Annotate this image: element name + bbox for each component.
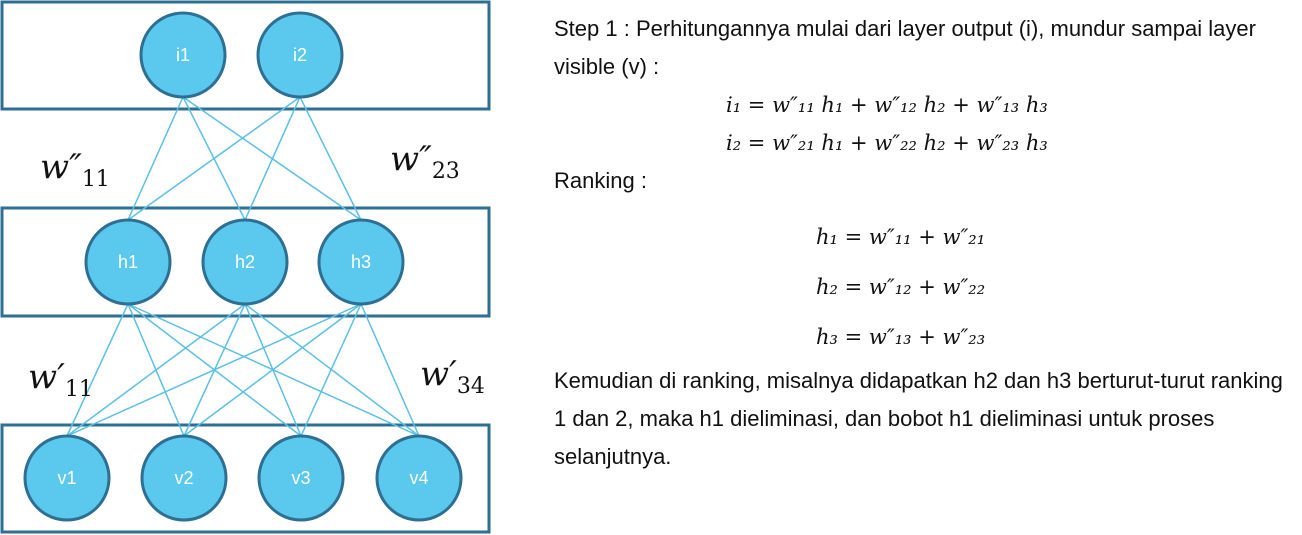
step-equations: i₁ = w″₁₁ h₁ + w″₁₂ h₂ + w″₁₃ h₃ i₂ = w″… <box>726 86 1294 162</box>
node-v2: v2 <box>140 434 228 522</box>
node-circle <box>375 434 463 522</box>
node-circle <box>84 218 172 306</box>
node-circle <box>317 218 405 306</box>
edge-h2-v4 <box>244 303 420 437</box>
conclusion-text: Kemudian di ranking, misalnya didapatkan… <box>554 368 1283 469</box>
edge-h3-v3 <box>300 303 362 437</box>
node-circle <box>23 434 111 522</box>
weight-base: w″ <box>390 139 432 179</box>
weight-subscript: 11 <box>65 377 93 402</box>
weight-label-w2-23: w″23 <box>390 139 460 184</box>
node-label: h1 <box>118 252 138 272</box>
edge-i1-h1 <box>127 96 184 221</box>
weight-base: w′ <box>28 357 65 397</box>
node-circle <box>201 218 289 306</box>
network-nodes: i1 i2 h1 h2 h3 v1 v2 v3 v4 <box>23 11 463 522</box>
edge-i2-h1 <box>127 96 301 221</box>
weight-subscript: 23 <box>432 159 460 184</box>
node-label: h2 <box>235 252 255 272</box>
edge-h2-v1 <box>66 303 246 437</box>
node-h2: h2 <box>201 218 289 306</box>
weight-subscript: 34 <box>457 374 485 399</box>
weight-label-w1-11: w′11 <box>28 357 93 402</box>
node-i1: i1 <box>139 11 227 99</box>
edge-i2-h2 <box>244 96 301 221</box>
explanation-panel: Step 1 : Perhitungannya mulai dari layer… <box>554 10 1294 476</box>
equation-h3: h₃ = w″₁₃ + w″₂₃ <box>816 325 986 349</box>
output-layer-box <box>0 0 491 111</box>
node-label: i2 <box>293 45 307 65</box>
weight-base: w″ <box>40 147 82 187</box>
node-v3: v3 <box>257 434 345 522</box>
node-label: v4 <box>409 468 428 488</box>
weight-label-w1-34: w′34 <box>420 354 485 399</box>
node-circle <box>139 11 227 99</box>
node-label: v1 <box>57 468 76 488</box>
node-circle <box>140 434 228 522</box>
node-label: i1 <box>176 45 190 65</box>
connection-edges <box>66 96 420 437</box>
step-description: Step 1 : Perhitungannya mulai dari layer… <box>554 16 1256 79</box>
equation-i2: i₂ = w″₂₁ h₁ + w″₂₂ h₂ + w″₂₃ h₃ <box>726 131 1048 155</box>
weight-base: w′ <box>420 354 457 394</box>
equation-h1: h₁ = w″₁₁ + w″₂₁ <box>816 225 986 249</box>
node-label: v2 <box>174 468 193 488</box>
edge-i2-h3 <box>299 96 362 221</box>
node-v4: v4 <box>375 434 463 522</box>
edge-h1-v1 <box>66 303 129 437</box>
weight-subscript: 11 <box>82 167 110 192</box>
weight-label-w2-11: w″11 <box>40 147 110 192</box>
edge-h3-v2 <box>183 303 362 437</box>
node-label: v3 <box>291 468 310 488</box>
equation-h2: h₂ = w″₁₂ + w″₂₂ <box>816 275 986 299</box>
edge-h3-v1 <box>66 303 362 437</box>
equation-i1: i₁ = w″₁₁ h₁ + w″₁₂ h₂ + w″₁₃ h₃ <box>726 93 1048 117</box>
node-circle <box>256 11 344 99</box>
node-h3: h3 <box>317 218 405 306</box>
ranking-equations: h₁ = w″₁₁ + w″₂₁ h₂ = w″₁₂ + w″₂₂ h₃ = w… <box>816 212 1294 362</box>
node-v1: v1 <box>23 434 111 522</box>
node-i2: i2 <box>256 11 344 99</box>
ranking-heading: Ranking : <box>554 168 647 193</box>
node-h1: h1 <box>84 218 172 306</box>
node-label: h3 <box>351 252 371 272</box>
node-circle <box>257 434 345 522</box>
edge-h3-v4 <box>360 303 420 437</box>
